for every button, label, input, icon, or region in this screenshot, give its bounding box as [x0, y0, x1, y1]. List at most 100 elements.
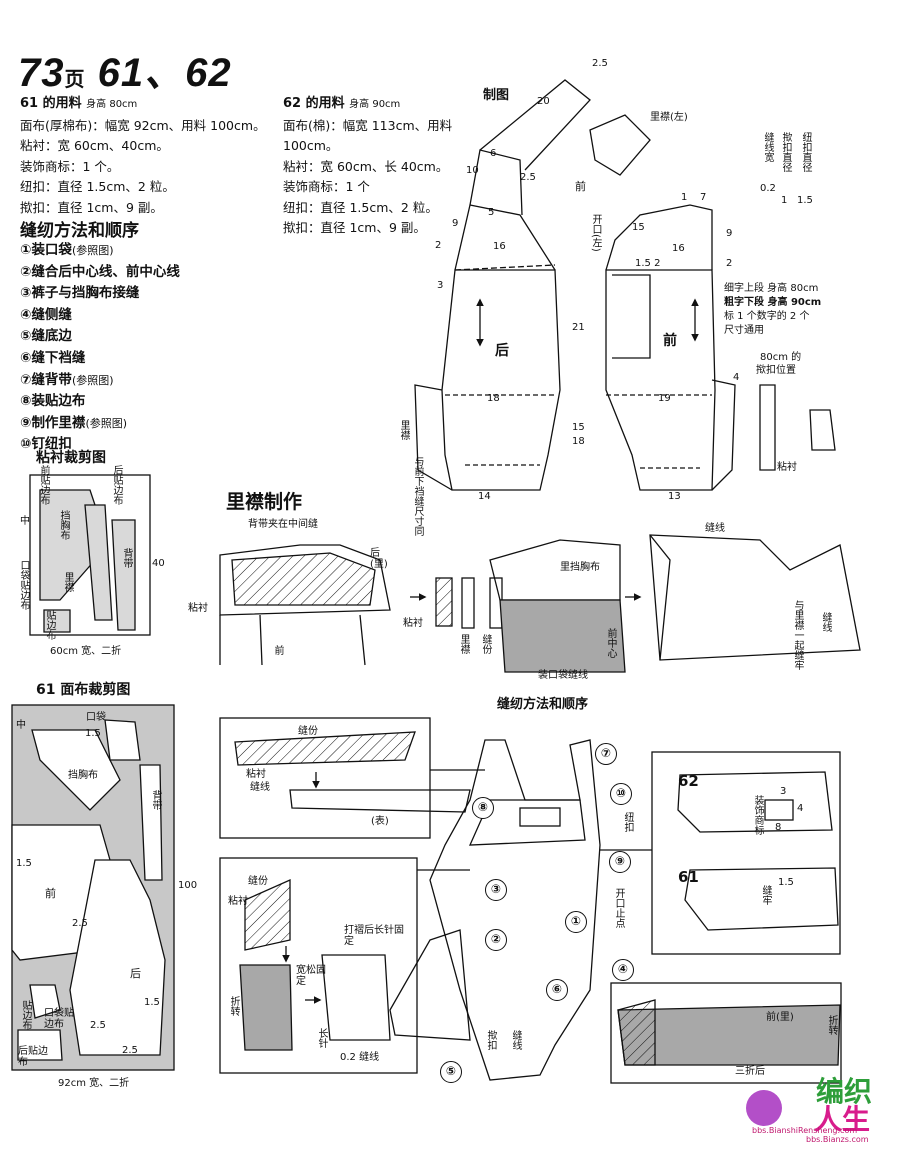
flap-making-title: 里襟制作	[226, 491, 303, 513]
materials-62-line: 粘衬：宽 60cm、长 40cm。	[283, 158, 449, 174]
dim: 9	[452, 218, 459, 229]
flap-front-label: 前	[272, 645, 283, 655]
seq-snap: 揿扣	[485, 1030, 496, 1050]
sewing-step: ⑧装贴边布	[20, 393, 86, 410]
materials-62-line: 纽扣：直径 1.5cm、2 粒。	[283, 199, 438, 215]
box-62: 62	[678, 772, 699, 790]
label-topstitch-width: 缝线宽	[762, 132, 773, 162]
label-center: 中	[20, 516, 30, 527]
page-prefix: 73	[18, 51, 65, 95]
dim: 15	[572, 422, 585, 433]
note-line1: 细字上段 身高 80cm	[724, 283, 819, 294]
step-marker: ④	[612, 959, 634, 981]
dim: 3	[437, 280, 444, 291]
seq-v15: 1.5	[778, 877, 794, 888]
materials-61-line: 粘衬：宽 60cm、40cm。	[20, 138, 169, 153]
fabric-pocket-facing: 口袋贴边布	[44, 1008, 74, 1030]
materials-61-line: 纽扣：直径 1.5cm、2 粒。	[20, 179, 175, 194]
dim: 18	[487, 393, 500, 404]
seq-long-stitch: 长针	[316, 1028, 327, 1048]
with-flap-label: 与里襟一起缝牢	[792, 600, 803, 670]
seq-interfacing: 粘衬	[246, 769, 266, 780]
value-15: 1.5	[797, 195, 813, 206]
step-marker: ③	[485, 879, 507, 901]
label-back: 后	[495, 343, 509, 359]
materials-61-line: 装饰商标：1 个。	[20, 158, 120, 174]
fabric-facing: 贴边布	[20, 1000, 31, 1030]
step-marker: ⑤	[440, 1061, 462, 1083]
dim: 5	[488, 207, 495, 218]
dim: 21	[572, 322, 585, 333]
materials-62-line: 面布(棉)：幅宽 113cm、用料	[283, 117, 453, 133]
seq-fold2: 折转	[826, 1015, 837, 1035]
fabric-v15c: 1.5	[144, 997, 160, 1008]
dim: 14	[478, 491, 491, 502]
fabric-v25c: 2.5	[90, 1020, 106, 1031]
flap-interfacing-label2: 粘衬	[403, 618, 423, 629]
seq-stitch02: 0.2 缝线	[340, 1052, 380, 1063]
fabric-width: 92cm 宽、二折	[58, 1078, 130, 1089]
note-line2: 粗字下段 身高 90cm	[724, 297, 822, 308]
topstitch-label: 缝线	[705, 523, 725, 534]
seq-allowance: 缝份	[298, 726, 318, 737]
fabric-v25b: 2.5	[122, 1045, 138, 1056]
front-center-label: 前中心	[605, 628, 616, 658]
sewing-steps-list: ①装口袋(参照图) ②缝合后中心线、前中心线 ③裤子与挡胸布接缝 ④缝侧缝 ⑤缝…	[20, 240, 250, 456]
step-marker: ①	[565, 911, 587, 933]
materials-62-line: 装饰商标：1 个	[283, 179, 370, 194]
value-02: 0.2	[760, 183, 776, 194]
seq-outer: (表)	[371, 816, 389, 827]
fabric-pocket: 口袋	[86, 712, 106, 723]
dim: 7	[700, 192, 707, 203]
fabric-front: 前	[45, 887, 56, 900]
seq-v4: 4	[797, 803, 804, 814]
dim: 16	[493, 241, 506, 252]
seq-v3: 3	[780, 786, 787, 797]
flap-lining-label: 里襟	[458, 634, 469, 654]
materials-61-title: 61 的用料	[20, 96, 82, 111]
dim: 16	[672, 243, 685, 254]
seq-fold: 折转	[228, 996, 239, 1016]
dim: 1.5 2	[635, 258, 661, 269]
snap-note2: 揿扣位置	[756, 365, 796, 376]
materials-62: 62 的用料 身高 90cm 面布(棉)：幅宽 113cm、用料 100cm。 …	[283, 94, 473, 239]
materials-62-height: 身高 90cm	[349, 99, 401, 110]
label-button-diameter: 纽扣直径	[800, 132, 811, 172]
step-marker: ⑩	[610, 783, 632, 805]
step-marker: ⑦	[595, 743, 617, 765]
fabric-layout-title: 61 面布裁剪图	[36, 682, 131, 698]
sequence-title: 缝纫方法和顺序	[497, 697, 589, 712]
sewing-step: ⑨制作里襟(参照图)	[20, 414, 128, 431]
topstitch-label2: 缝线	[820, 612, 831, 632]
logo-url-2: bbs.Bianzs.com	[806, 1135, 869, 1144]
seq-interfacing2: 粘衬	[228, 896, 248, 907]
dim: 2	[726, 258, 733, 269]
interfacing-layout-title: 粘衬裁剪图	[36, 450, 106, 466]
fabric-v15b: 1.5	[16, 858, 32, 869]
sewing-step: ②缝合后中心线、前中心线	[20, 263, 180, 280]
dim: 20	[537, 96, 550, 107]
sewing-step: ⑩钉纽扣	[20, 436, 72, 453]
seq-stitch: 缝线	[250, 782, 270, 793]
dim-40: 40	[152, 558, 165, 569]
sewing-steps-title: 缝纫方法和顺序	[20, 221, 139, 241]
dim: 9	[726, 228, 733, 239]
logo-url-1: bbs.BianshiRensheng.com	[752, 1126, 858, 1135]
label-front-facing: 前贴边布	[38, 465, 49, 505]
bib-lining-label: 里挡胸布	[560, 562, 600, 573]
fabric-dim100: 100	[178, 880, 198, 891]
site-logo: 编织 人生 bbs.BianshiRensheng.com bbs.Bianzs…	[746, 1075, 896, 1144]
pocket-stitch-label: 装口袋缝线	[538, 670, 588, 681]
fabric-strap: 背带	[150, 790, 161, 810]
materials-62-line: 100cm。	[283, 138, 339, 153]
dim: 13	[668, 491, 681, 502]
step-marker: ⑧	[472, 797, 494, 819]
pattern-numbers: 61、62	[97, 51, 232, 95]
dim: 19	[658, 393, 671, 404]
step-marker: ⑨	[609, 851, 631, 873]
label-facing: 贴边布	[44, 610, 55, 640]
seq-allowance2: 缝份	[248, 876, 268, 887]
step-marker: ②	[485, 929, 507, 951]
label-lining-left: 里襟(左)	[650, 112, 688, 123]
